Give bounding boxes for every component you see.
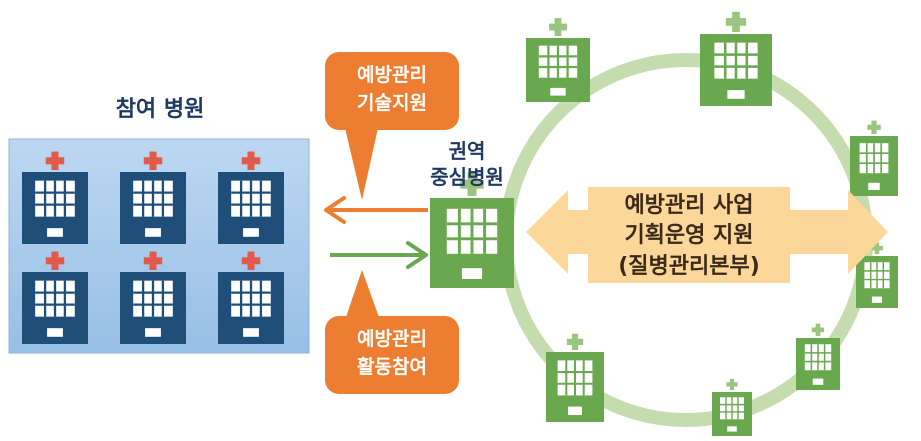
tech-support-callout [325,52,459,200]
participating-hospitals-title: 참여 병원 [115,97,205,122]
hub-building-door [461,268,483,279]
activity-participation-line1: 예방관리 [357,328,427,350]
activity-participation-line2: 활동참여 [357,355,427,378]
tech-support-line1: 예방관리 [357,64,427,86]
tech-support-label: 예방관리 기술지원 [325,62,459,117]
network-hospital-1-door [550,87,566,96]
participating-hospital-6-door [243,328,259,337]
hub-label-line1: 권역 [448,139,486,163]
tech-support-arrowhead [324,196,346,224]
planning-support-box [588,187,790,283]
participating-hospital-buildings [22,151,284,344]
activity-participation-arrowhead [406,241,428,269]
network-hospital-6 [712,378,752,436]
activity-participation-label: 예방관리 활동참여 [325,326,459,381]
network-hospital-4 [856,242,898,308]
network-hospital-4-door [871,296,883,303]
planning-support-label: 예방관리 사업 기획운영 지원 (질병관리본부) [588,191,790,282]
participating-hospital-5-door [145,328,161,337]
planning-support-line1: 예방관리 사업 [624,193,754,218]
participating-hospital-5 [120,251,186,344]
network-hospital-3 [850,120,898,196]
network-hospital-7 [546,333,604,422]
regional-center-hospital-icon [430,172,514,288]
network-hospital-2 [700,11,772,106]
network-hospital-3-door [868,182,880,190]
participating-hospital-3 [218,151,284,244]
planning-support-line3: (질병관리본부) [618,253,760,279]
network-hospital-2-door [727,90,745,99]
regional-center-hospital-label: 권역 중심병원 [412,138,522,190]
activity-participation-callout [325,270,459,394]
network-hospital-1 [526,18,590,102]
participating-hospital-2 [120,151,186,244]
network-hospital-buildings [526,11,898,436]
participating-hospital-6 [218,251,284,344]
participating-hospital-2-door [145,228,161,237]
hub-label-line2: 중심병원 [430,165,504,189]
hub-building [430,172,514,288]
participating-hospital-3-door [243,228,259,237]
network-hospital-5 [796,323,840,390]
network-hospital-6-door [727,426,737,432]
participating-hospital-4-door [47,328,63,337]
planning-support-line2: 기획운영 지원 [624,223,754,249]
network-hospital-7-door [568,406,582,415]
participating-hospital-1 [22,151,88,244]
participating-hospital-4 [22,251,88,344]
participating-hospital-1-door [47,228,63,237]
tech-support-line2: 기술지원 [357,91,427,114]
network-hospital-5-door [812,378,824,385]
